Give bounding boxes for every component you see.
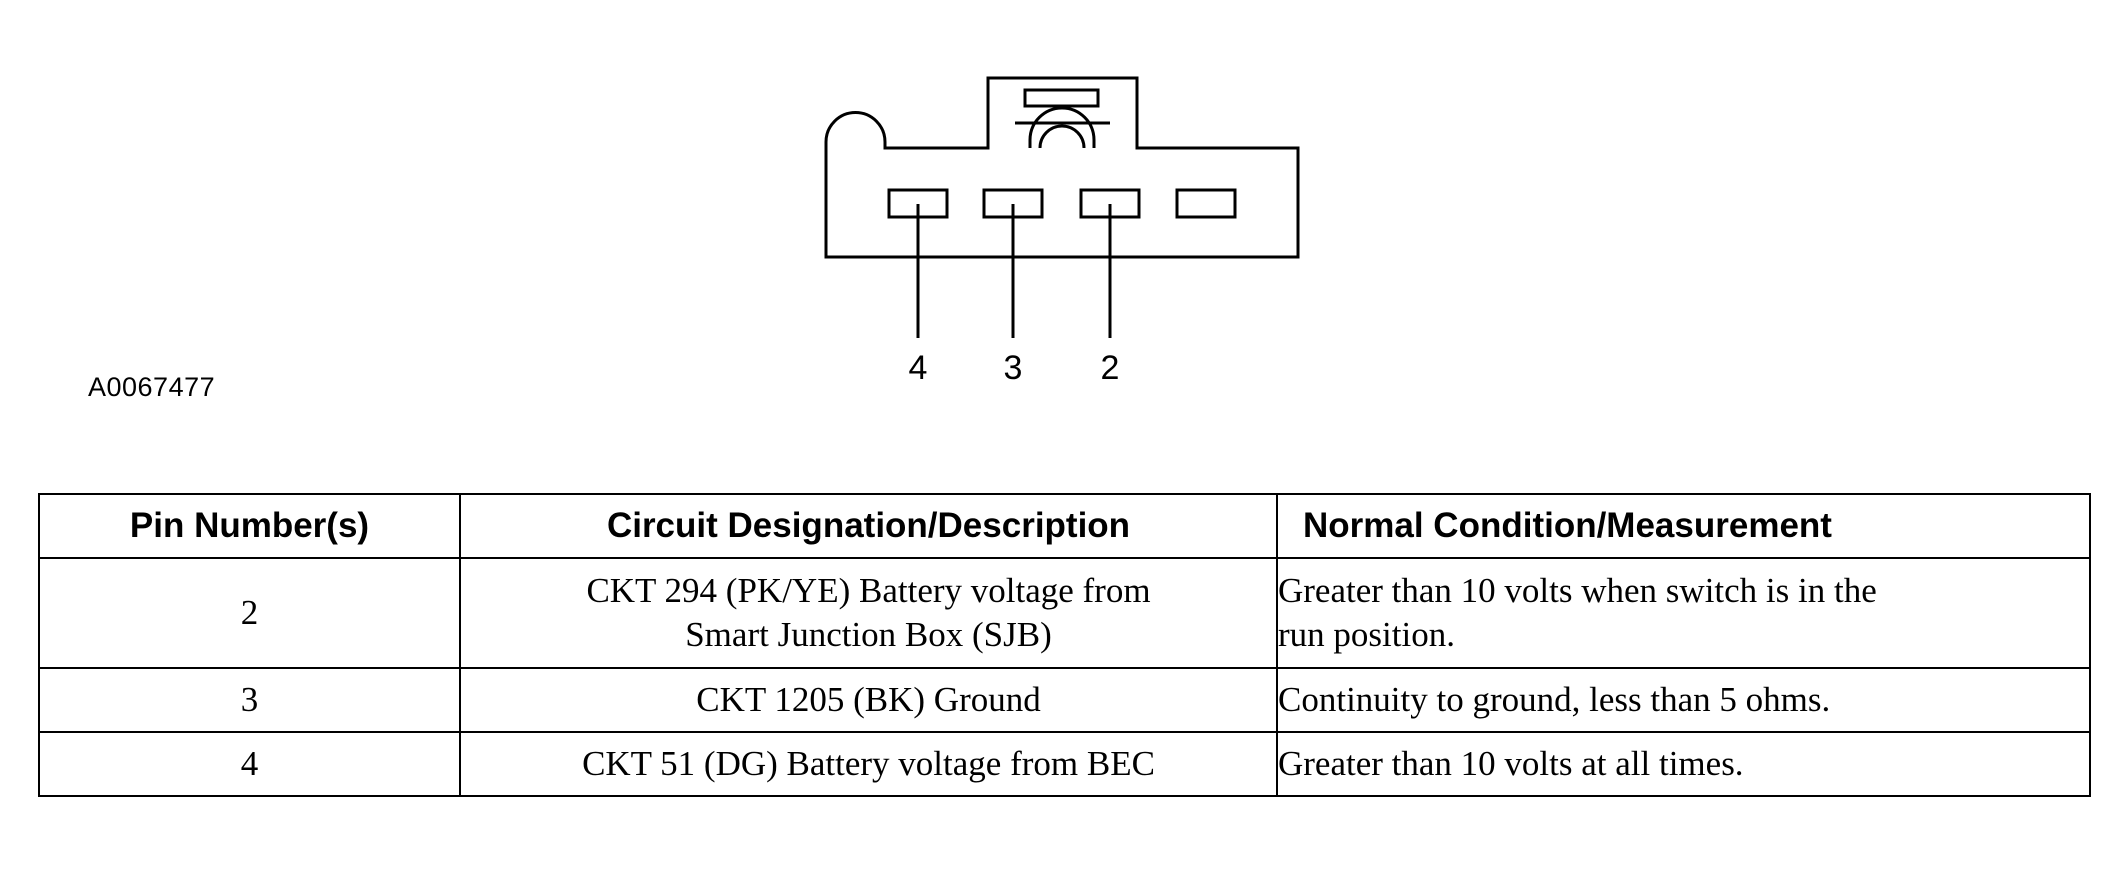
pin-cavity-1: [1175, 188, 1237, 219]
normal-condition-line: run position.: [1278, 615, 1455, 654]
pin-number-cell: 4: [38, 731, 461, 797]
table-header-row: Pin Number(s) Circuit Designation/Descri…: [38, 493, 2091, 559]
normal-condition-cell: Greater than 10 volts at all times.: [1276, 731, 2091, 797]
table-row: 3 CKT 1205 (BK) Ground Continuity to gro…: [38, 667, 2091, 733]
circuit-description-cell: CKT 1205 (BK) Ground: [459, 667, 1278, 733]
circuit-description-line: CKT 294 (PK/YE) Battery voltage from: [586, 571, 1151, 610]
normal-condition-cell: Continuity to ground, less than 5 ohms.: [1276, 667, 2091, 733]
pin-number-cell: 3: [38, 667, 461, 733]
table-row: 4 CKT 51 (DG) Battery voltage from BEC G…: [38, 731, 2091, 797]
circuit-description-cell: CKT 294 (PK/YE) Battery voltage from Sma…: [459, 557, 1278, 669]
latch-arch: [1028, 106, 1096, 148]
pin-2-callout: 2: [1101, 349, 1120, 387]
header-circuit-description: Circuit Designation/Description: [459, 493, 1278, 559]
table-row: 2 CKT 294 (PK/YE) Battery voltage from S…: [38, 557, 2091, 669]
circuit-description-cell: CKT 51 (DG) Battery voltage from BEC: [459, 731, 1278, 797]
pin-number-cell: 2: [38, 557, 461, 669]
pin-3-callout: 3: [1004, 349, 1023, 387]
header-normal-condition: Normal Condition/Measurement: [1276, 493, 2091, 559]
pin-4-callout: 4: [909, 349, 928, 387]
latch-arch-inner: [1038, 124, 1086, 149]
header-pin-number: Pin Number(s): [38, 493, 461, 559]
connector-body-outline: [824, 76, 1300, 259]
connector-diagram: 4 3 2: [824, 76, 1300, 387]
normal-condition-line: Greater than 10 volts when switch is in …: [1278, 571, 1877, 610]
circuit-description-line: Smart Junction Box (SJB): [685, 615, 1052, 654]
normal-condition-cell: Greater than 10 volts when switch is in …: [1276, 557, 2091, 669]
pinout-table: Pin Number(s) Circuit Designation/Descri…: [38, 493, 2091, 797]
figure-id: A0067477: [88, 372, 216, 402]
latch-window: [1023, 88, 1100, 108]
